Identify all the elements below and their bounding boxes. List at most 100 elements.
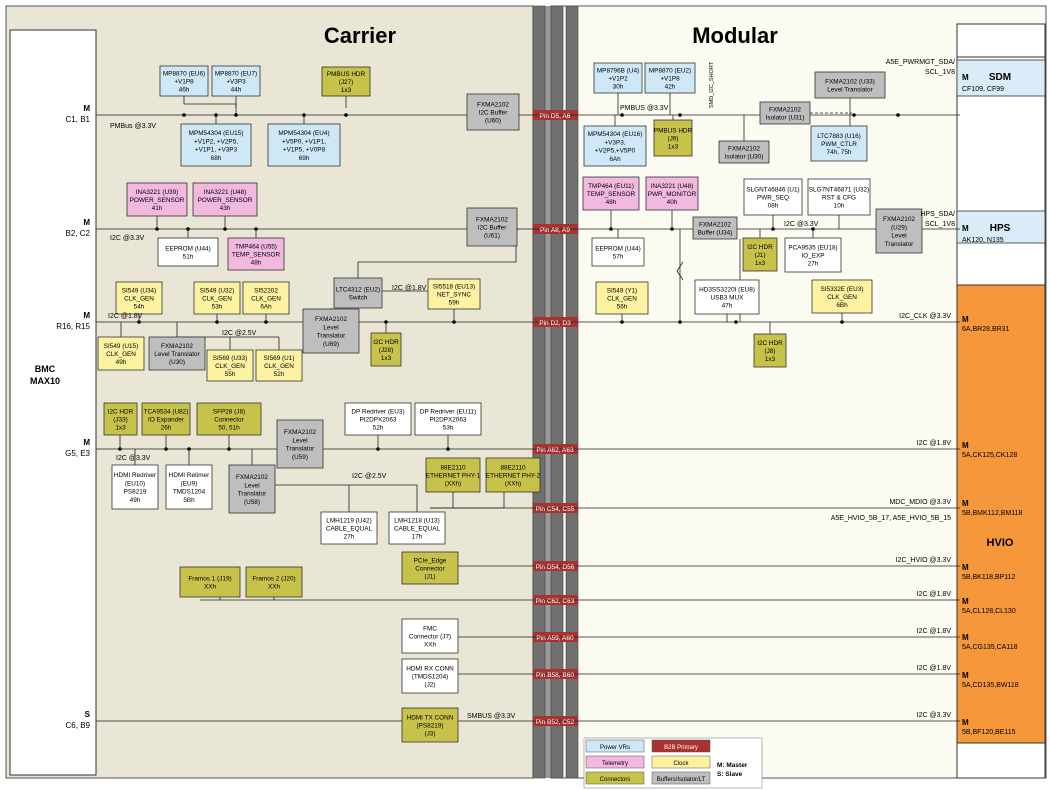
legend-item-label: B2B Primary [664, 745, 698, 751]
component-frame [425, 457, 481, 493]
component-box: EEPROM (U44)51h [157, 237, 219, 267]
component-text: (U61) [484, 233, 500, 240]
component-text: I2C Buffer [478, 225, 508, 232]
component-frame [276, 419, 324, 469]
component-text: 40h [667, 199, 678, 206]
component-text: Level [292, 437, 307, 444]
component-text: XXh [204, 584, 217, 591]
component-frame [242, 281, 290, 315]
component-text: NET_SYNC [437, 292, 471, 299]
component-box: HDMI RX CONN(TMDS1204)(J2) [401, 658, 459, 694]
legend-item-label: Telemetry [602, 761, 628, 767]
component-frame [344, 402, 412, 436]
component-text: (U60) [485, 118, 501, 125]
component-text: CLK_GEN [251, 296, 281, 303]
hvio-block [956, 284, 1046, 744]
component-text: Connector [214, 417, 244, 424]
net-label: PMBus @3.3V [110, 123, 156, 130]
component-text: HDMI TX CONN [407, 714, 454, 721]
component-text: 1x3 [381, 355, 392, 362]
component-text: 53h [212, 304, 223, 311]
component-text: RST & CFG [822, 195, 856, 202]
component-text: 53h [443, 425, 454, 432]
component-frame [180, 123, 252, 167]
component-text: 1x3 [668, 144, 679, 151]
component-box: EEPROM (U44)57h [591, 237, 645, 267]
component-text: Isolator (U30) [725, 154, 764, 161]
legend-item-label: Connectors [600, 777, 631, 783]
component-text: TMP464 (U55) [235, 243, 277, 250]
right-block-name: HPS [990, 223, 1011, 234]
junction-dot [678, 113, 682, 117]
component-text: +V3P3 [226, 79, 246, 86]
component-text: (U30) [169, 359, 185, 366]
legend-item-label: Power VRs [600, 745, 630, 751]
component-frame [644, 62, 696, 94]
net-label: I2C @1.8V [917, 665, 952, 672]
component-frame [302, 308, 360, 354]
component-text: 88E2110 [500, 464, 526, 471]
component-frame [192, 182, 258, 217]
component-text: FXMA2102 [883, 216, 915, 223]
component-text: 6Bh [836, 302, 848, 309]
component-text: CABLE_EQUAL [394, 526, 441, 533]
component-text: +V5P0, +V1P1, [282, 138, 326, 145]
left-port-pins: B2, C2 [66, 229, 91, 238]
left-port-role: M [83, 218, 90, 227]
component-text: MP8796B (U4) [597, 67, 639, 74]
component-box: I2C HDR(J33)1x3 [103, 402, 138, 436]
component-text: (PS8219) [417, 723, 444, 730]
component-frame [141, 402, 191, 436]
right-bottom [956, 742, 1046, 779]
legend-swatch [651, 755, 711, 769]
component-frame [807, 178, 871, 216]
component-text: SFP28 (J8) [213, 408, 245, 415]
component-frame [401, 551, 459, 585]
component-text: (J28) [379, 347, 394, 354]
legend-item-label: Buffers/Isolator/LT [657, 777, 706, 783]
right-block-name: SDM [989, 72, 1011, 83]
legend-item-label: Clock [673, 761, 689, 767]
component-text: PWM_CTLR [821, 141, 857, 148]
component-box: I2C HDR(J1)1x3 [742, 237, 778, 272]
component-frame [591, 237, 645, 267]
component-text: FXMA2102 [284, 429, 316, 436]
net-label: I2C @3.3V [784, 221, 819, 228]
component-text: +V1P2, +V2P5, [194, 138, 238, 145]
component-text: I2C HDR [757, 340, 783, 347]
component-box: MPM54304 (EU15)+V1P2, +V2P5,+V1P1, +V3P3… [180, 123, 252, 167]
component-text: 27h [344, 534, 355, 541]
component-text: SI52202 [254, 287, 278, 294]
hvio-port-pins: 5A,CG135,CA118 [962, 644, 1018, 651]
component-text: I2C HDR [108, 408, 134, 415]
net-label: PMBUS @3.3V [620, 105, 669, 112]
component-box: FXMA2102 (U33)Level Translator [814, 71, 886, 99]
component-text: CLK_GEN [124, 296, 154, 303]
component-text: 6Ah [260, 304, 272, 311]
component-frame [206, 349, 254, 382]
component-text: CLK_GEN [106, 351, 136, 358]
component-text: HD3SS3220I (EU8) [699, 286, 755, 293]
component-text: 6Ah [609, 156, 621, 163]
component-text: DP Redriver (EU3) [351, 408, 404, 415]
component-frame [321, 66, 371, 97]
component-text: 59h [449, 300, 460, 307]
hvio-port-role: M [962, 633, 969, 642]
b2b-connector-strip [565, 5, 579, 779]
hvio-port-role: M [962, 718, 969, 727]
component-text: 1x3 [765, 356, 776, 363]
component-text: Translator [238, 491, 267, 498]
